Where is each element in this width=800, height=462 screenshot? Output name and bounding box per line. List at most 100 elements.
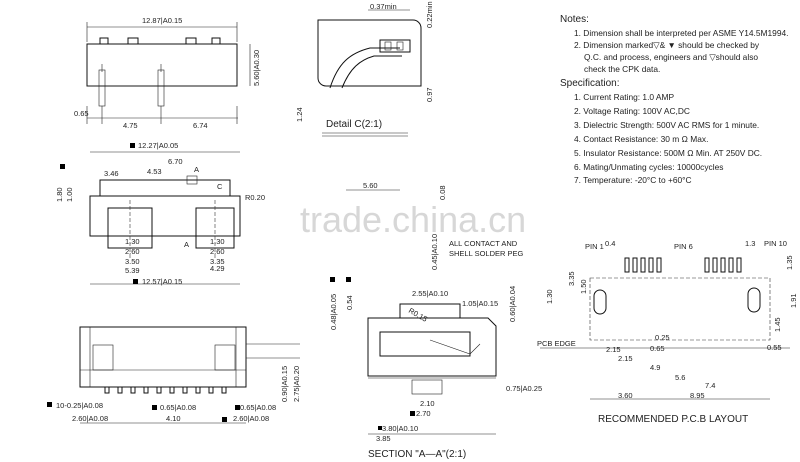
dim-048: 0.48|A0.05 xyxy=(329,294,338,330)
dim-008: 0.08 xyxy=(438,185,447,200)
note-line-3: Q.C. and process, engineers and ▽should … xyxy=(584,52,758,62)
dim-045: 0.45|A0.10 xyxy=(430,234,439,270)
notes-title: Notes: xyxy=(560,14,589,25)
label-a-mid: A xyxy=(184,240,189,249)
dim-56: 5.6 xyxy=(675,373,685,382)
dim-r020: R0.20 xyxy=(245,193,265,202)
dim-260: 2.60 xyxy=(125,247,140,256)
note-line-4: check the CPK data. xyxy=(584,64,660,74)
dim-215b: 2.15 xyxy=(618,354,633,363)
dim-346: 3.46 xyxy=(104,169,119,178)
dim-075: 0.75|A0.25 xyxy=(506,384,542,393)
dim-150: 1.50 xyxy=(579,279,588,294)
dim-097: 0.97 xyxy=(425,87,434,102)
dim-350: 3.50 xyxy=(125,257,140,266)
dim-380: 3.80|A0.10 xyxy=(382,424,418,433)
dim-260a: 2.60|A0.08 xyxy=(72,414,108,423)
dim-255: 2.55|A0.10 xyxy=(412,289,448,298)
pcb-title: RECOMMENDED P.C.B LAYOUT xyxy=(598,414,748,425)
side-view: 10-0.25|A0.08 0.65|A0.08 0.65|A0.08 2.60… xyxy=(47,326,301,424)
dim-145: 1.45 xyxy=(773,317,782,332)
dim-670: 6.70 xyxy=(168,157,183,166)
section-aa-view: 5.60 0.08 0.45|A0.10 ALL CONTACT AND SHE… xyxy=(329,181,542,460)
pcb-layout: PIN 1 PIN 6 PIN 10 0.4 1.3 3.35 1.50 1.3… xyxy=(537,239,798,425)
dim-191: 1.91 xyxy=(789,293,798,308)
section-aa-title: SECTION "A—A"(2:1) xyxy=(368,449,466,460)
dim-453: 4.53 xyxy=(147,167,162,176)
pcb-pads xyxy=(624,257,742,273)
dim-100: 1.00 xyxy=(65,187,74,202)
label-all-contact: ALL CONTACT AND xyxy=(449,239,518,248)
dim-060: 0.60|A0.04 xyxy=(508,286,517,322)
label-shell-solder: SHELL SOLDER PEG xyxy=(449,249,523,258)
dim-1025: 10-0.25|A0.08 xyxy=(56,401,103,410)
dim-037: 0.37min xyxy=(370,2,397,11)
dim-135: 1.35 xyxy=(785,255,794,270)
dim-539: 5.39 xyxy=(125,266,140,275)
spec-title: Specification: xyxy=(560,78,619,89)
dim-410: 4.10 xyxy=(166,414,181,423)
dim-475: 4.75 xyxy=(123,121,138,130)
note-line-1: 1. Dimension shall be interpreted per AS… xyxy=(574,28,788,38)
dim-360: 3.60 xyxy=(618,391,633,400)
front-view: 12.27|A0.05 6.70 3.46 4.53 1.80 1.00 A C… xyxy=(55,141,265,286)
detail-c-title: Detail C(2:1) xyxy=(326,119,382,130)
dim-055: 0.55 xyxy=(767,343,782,352)
dim-065-pcb: 0.65 xyxy=(650,344,665,353)
label-a-top: A xyxy=(194,165,199,174)
dim-065a: 0.65|A0.08 xyxy=(160,403,196,412)
dim-335: 3.35 xyxy=(210,257,225,266)
pin6-label: PIN 6 xyxy=(674,242,693,251)
dim-124: 1.24 xyxy=(295,107,304,122)
dim-215: 2.15 xyxy=(606,345,621,354)
top-view: 12.87|A0.15 5.60|A0.30 0.65 4.75 6.74 xyxy=(74,16,261,130)
spec-line-5: 5. Insulator Resistance: 500M Ω Min. AT … xyxy=(574,148,762,158)
dim-105: 1.05|A0.15 xyxy=(462,299,498,308)
pin1-label: PIN 1 xyxy=(585,242,604,251)
dim-top-width: 12.87|A0.15 xyxy=(142,16,182,25)
dim-022: 0.22min xyxy=(425,1,434,28)
dim-275: 2.75|A0.20 xyxy=(292,366,301,402)
dim-674: 6.74 xyxy=(193,121,208,130)
dim-429: 4.29 xyxy=(210,264,225,273)
dim-180: 1.80 xyxy=(55,187,64,202)
spec-line-3: 3. Dielectric Strength: 500V AC RMS for … xyxy=(574,120,759,130)
dim-065b: 0.65|A0.08 xyxy=(240,403,276,412)
note-line-2: 2. Dimension marked▽& ▼ should be checke… xyxy=(574,40,760,50)
dim-895: 8.95 xyxy=(690,391,705,400)
dim-130b: 1.30 xyxy=(210,237,225,246)
dim-385: 3.85 xyxy=(376,434,391,443)
notes-block: Notes: 1. Dimension shall be interpreted… xyxy=(560,14,788,185)
label-c: C xyxy=(217,182,223,191)
detail-c-view: 0.37min 0.22min 0.97 1.24 Detail C(2:1) xyxy=(295,1,434,137)
dim-04: 0.4 xyxy=(605,239,615,248)
dim-065: 0.65 xyxy=(74,109,89,118)
dim-210: 2.10 xyxy=(420,399,435,408)
dim-054: 0.54 xyxy=(345,295,354,310)
dim-13: 1.3 xyxy=(745,239,755,248)
dim-270: 2.70 xyxy=(416,409,431,418)
spec-line-2: 2. Voltage Rating: 100V AC,DC xyxy=(574,106,690,116)
dim-335-pcb: 3.35 xyxy=(567,271,576,286)
pin10-label: PIN 10 xyxy=(764,239,787,248)
dim-74: 7.4 xyxy=(705,381,715,390)
watermark: trade.china.cn xyxy=(300,199,526,240)
dim-090: 0.90|A0.15 xyxy=(280,366,289,402)
spec-line-6: 6. Mating/Unmating cycles: 10000cycles xyxy=(574,162,723,172)
dim-1257: 12.57|A0.15 xyxy=(142,277,182,286)
dim-260b: 2.60 xyxy=(210,247,225,256)
dim-130: 1.30 xyxy=(125,237,140,246)
dim-top-h: 5.60|A0.30 xyxy=(252,50,261,86)
dim-r015: R0.15 xyxy=(407,306,429,324)
dim-49: 4.9 xyxy=(650,363,660,372)
dim-025: 0.25 xyxy=(655,333,670,342)
dim-260b-bot: 2.60|A0.08 xyxy=(233,414,269,423)
dim-130-pcb: 1.30 xyxy=(545,289,554,304)
spec-line-7: 7. Temperature: -20°C to +60°C xyxy=(574,175,692,185)
spec-line-1: 1. Current Rating: 1.0 AMP xyxy=(574,92,674,102)
spec-line-4: 4. Contact Resistance: 30 m Ω Max. xyxy=(574,134,708,144)
dim-560: 5.60 xyxy=(363,181,378,190)
dim-1227: 12.27|A0.05 xyxy=(138,141,178,150)
pcb-edge-label: PCB EDGE xyxy=(537,339,576,348)
